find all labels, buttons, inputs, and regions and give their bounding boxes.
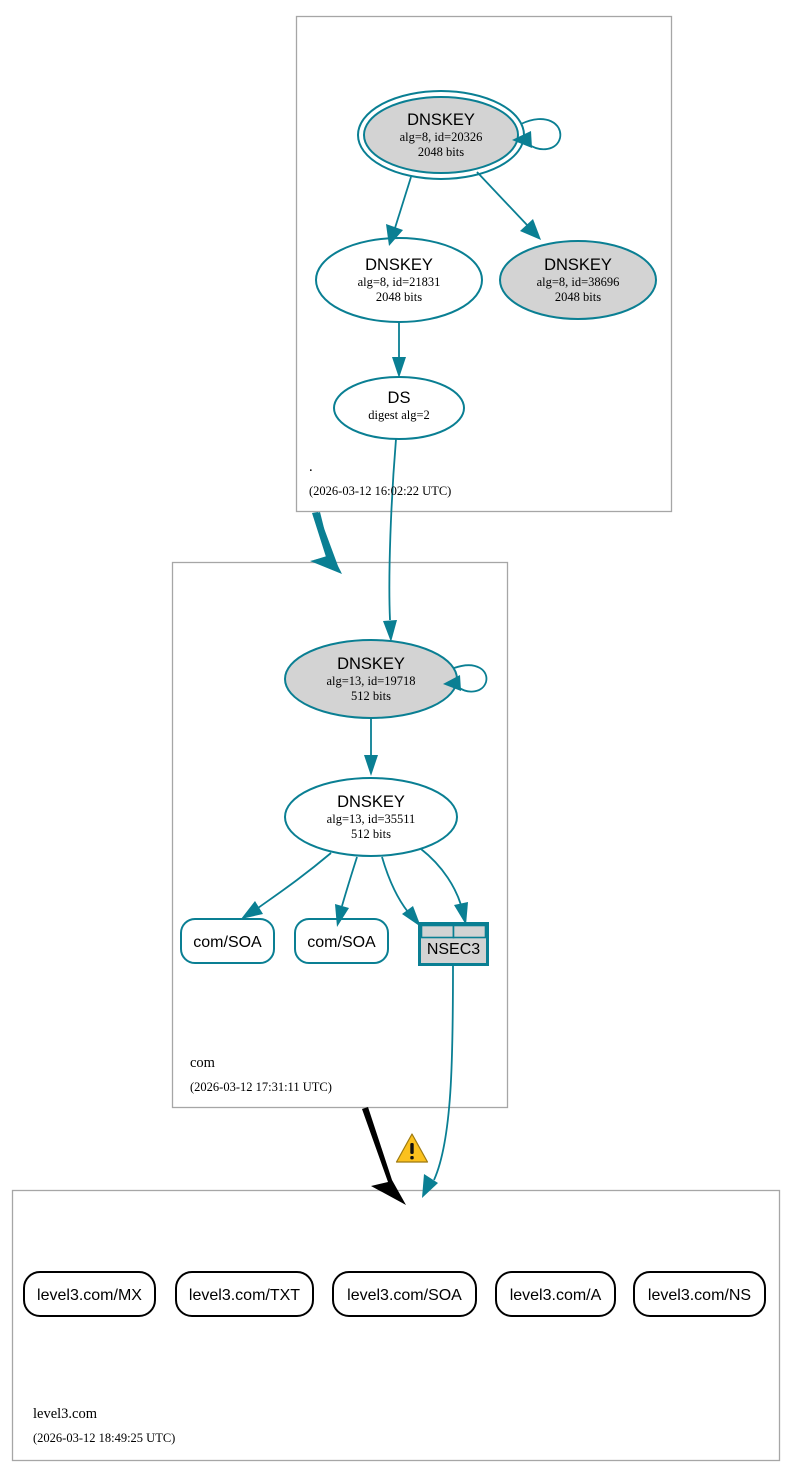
node-label: level3.com/NS bbox=[648, 1287, 751, 1304]
node-title: DNSKEY bbox=[337, 793, 405, 811]
edge-comzsk-to-com-soa-2 bbox=[335, 856, 358, 927]
edge-comzsk-to-nsec3-a bbox=[381, 856, 421, 927]
zone-label-com: com bbox=[190, 1055, 216, 1071]
node-rrset-level3com-ns[interactable]: level3.com/NS bbox=[633, 1271, 766, 1317]
node-rrset-com-soa-1[interactable]: com/SOA bbox=[180, 918, 275, 964]
node-dnskey-root-zsk-21831[interactable]: DNSKEY alg=8, id=21831 2048 bits bbox=[315, 237, 483, 323]
node-line2: digest alg=2 bbox=[368, 408, 430, 422]
node-label: level3.com/TXT bbox=[189, 1287, 300, 1304]
node-title: DNSKEY bbox=[407, 111, 475, 129]
zone-timestamp-root: (2026-03-12 16:02:22 UTC) bbox=[309, 484, 451, 498]
self-signature-loop-icon bbox=[512, 118, 562, 151]
node-title: DS bbox=[388, 389, 411, 407]
node-label: NSEC3 bbox=[427, 941, 480, 958]
node-dnskey-com-ksk-19718[interactable]: DNSKEY alg=13, id=19718 512 bits bbox=[284, 639, 488, 719]
node-rrset-com-soa-2[interactable]: com/SOA bbox=[294, 918, 389, 964]
edge-rootksk-to-zsk38696 bbox=[476, 171, 541, 240]
node-dnskey-root-ksk-20326[interactable]: DNSKEY alg=8, id=20326 2048 bits bbox=[357, 90, 562, 180]
edge-comzsk-to-com-soa-1 bbox=[241, 852, 332, 919]
self-signature-loop-icon bbox=[443, 664, 488, 693]
node-dnskey-com-zsk-35511[interactable]: DNSKEY alg=13, id=35511 512 bits bbox=[284, 777, 458, 857]
node-line3: 2048 bits bbox=[418, 145, 464, 159]
node-line2: alg=13, id=35511 bbox=[327, 812, 416, 826]
node-title: DNSKEY bbox=[365, 256, 433, 274]
node-line3: 2048 bits bbox=[376, 290, 422, 304]
zone-timestamp-level3com: (2026-03-12 18:49:25 UTC) bbox=[33, 1431, 175, 1445]
node-dnskey-root-zsk-38696[interactable]: DNSKEY alg=8, id=38696 2048 bits bbox=[499, 240, 657, 320]
node-line2: alg=8, id=20326 bbox=[400, 130, 483, 144]
node-line2: alg=8, id=21831 bbox=[358, 275, 441, 289]
node-rrset-level3com-soa[interactable]: level3.com/SOA bbox=[332, 1271, 477, 1317]
node-line3: 512 bits bbox=[351, 827, 391, 841]
node-title: DNSKEY bbox=[337, 655, 405, 673]
zone-box-level3com bbox=[11, 1189, 781, 1462]
edge-zsk21831-to-ds bbox=[392, 322, 406, 378]
edge-comksk-to-comzsk bbox=[364, 718, 378, 776]
node-label: com/SOA bbox=[193, 934, 262, 951]
edge-rootksk-to-zsk21831 bbox=[386, 176, 412, 246]
node-rrset-level3com-mx[interactable]: level3.com/MX bbox=[23, 1271, 156, 1317]
delegation-com-to-level3com bbox=[362, 1107, 406, 1205]
node-rrset-level3com-a[interactable]: level3.com/A bbox=[495, 1271, 616, 1317]
delegation-root-to-com bbox=[310, 512, 342, 574]
zone-timestamp-com: (2026-03-12 17:31:11 UTC) bbox=[190, 1080, 332, 1094]
node-label: level3.com/A bbox=[510, 1287, 602, 1304]
edge-nsec3-to-level3com bbox=[422, 964, 454, 1198]
edge-ds-to-com-ksk bbox=[383, 438, 397, 642]
zone-label-root: . bbox=[309, 459, 313, 475]
edge-comzsk-to-nsec3-b bbox=[420, 848, 468, 925]
warning-triangle-icon[interactable] bbox=[395, 1133, 429, 1163]
node-title: DNSKEY bbox=[544, 256, 612, 274]
node-rrset-level3com-txt[interactable]: level3.com/TXT bbox=[175, 1271, 314, 1317]
node-line3: 512 bits bbox=[351, 689, 391, 703]
node-label: level3.com/MX bbox=[37, 1287, 142, 1304]
node-label: com/SOA bbox=[307, 934, 376, 951]
node-line3: 2048 bits bbox=[555, 290, 601, 304]
node-line2: alg=13, id=19718 bbox=[326, 674, 415, 688]
node-line2: alg=8, id=38696 bbox=[537, 275, 620, 289]
node-nsec3-com[interactable]: NSEC3 bbox=[418, 922, 489, 966]
zone-label-level3com: level3.com bbox=[33, 1406, 98, 1422]
node-label: level3.com/SOA bbox=[347, 1287, 462, 1304]
node-ds-root[interactable]: DS digest alg=2 bbox=[333, 376, 465, 440]
